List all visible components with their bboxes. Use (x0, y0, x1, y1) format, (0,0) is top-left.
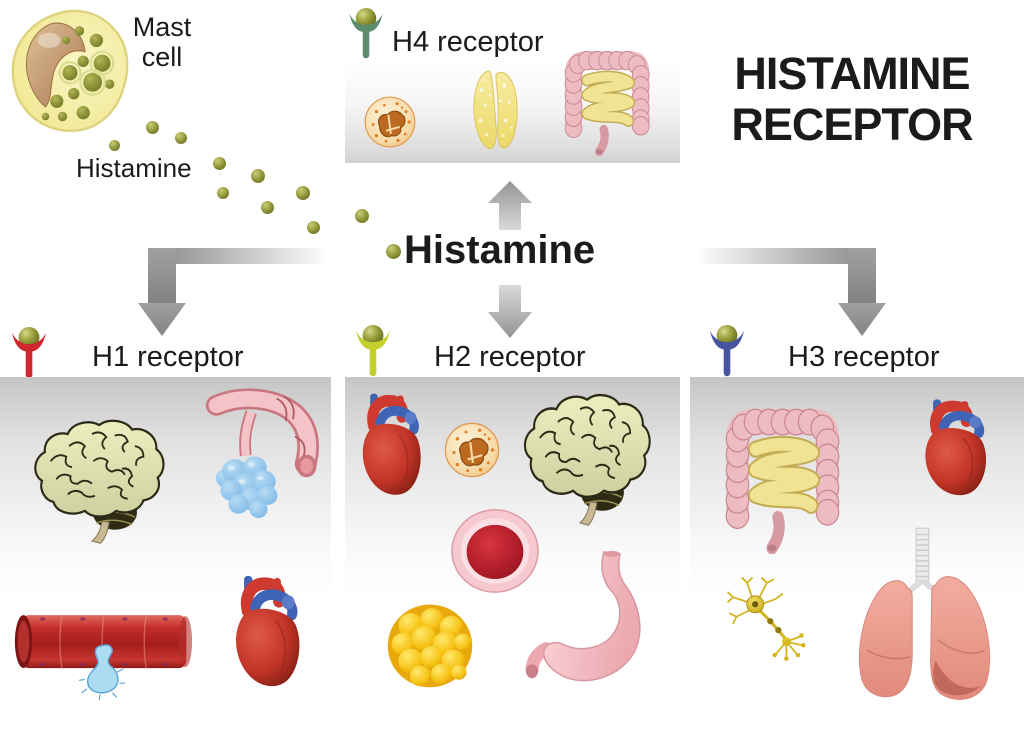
intestine-icon (550, 36, 662, 156)
page-title-line2: RECEPTOR (731, 99, 973, 150)
page-title: HISTAMINE RECEPTOR (690, 48, 1014, 150)
histamine-dot (175, 132, 187, 144)
histamine-dot (261, 201, 274, 214)
page-title-line1: HISTAMINE (734, 48, 970, 99)
histamine-dot (146, 121, 159, 134)
brain-icon (22, 416, 172, 544)
histamine-dot (251, 169, 265, 183)
h4-receptor-label: H4 receptor (392, 26, 544, 58)
white-blood-cell-icon (362, 94, 418, 150)
histamine-dot (296, 186, 310, 200)
bronchiole-alveoli-icon (204, 388, 322, 518)
histamine-dot (217, 187, 229, 199)
brain-icon (512, 390, 658, 526)
histamine-dot (307, 221, 320, 234)
white-blood-cell-icon (442, 420, 502, 480)
mast-cell-label-line2: cell (141, 42, 183, 72)
heart-icon (350, 390, 434, 502)
arrow-left-elbow-icon (138, 248, 325, 336)
stomach-icon (520, 546, 655, 694)
heart-icon (222, 572, 314, 694)
mast-cell-label-line1: Mast (132, 12, 192, 42)
histamine-dot (109, 140, 120, 151)
h2-receptor-icon (352, 325, 394, 380)
lungs-icon (834, 524, 1010, 708)
central-histamine-label: Histamine (404, 228, 596, 272)
blood-vessel-leak-icon (12, 600, 194, 704)
h2-receptor-label: H2 receptor (434, 341, 586, 373)
heart-icon (912, 396, 1000, 502)
h1-receptor-icon (8, 327, 50, 382)
neuron-icon (724, 574, 822, 672)
histamine-dot (386, 244, 401, 259)
thymus-icon (460, 62, 526, 156)
h4-receptor-icon (346, 8, 386, 62)
mast-cell-label: Mast cell (112, 12, 212, 72)
h3-receptor-label: H3 receptor (788, 341, 940, 373)
histamine-dot (355, 209, 369, 223)
arrow-down-icon (488, 285, 532, 338)
h3-receptor-icon (706, 325, 748, 380)
histamine-dot (213, 157, 226, 170)
adipose-tissue-icon (382, 597, 478, 691)
arrow-right-elbow-icon (699, 248, 886, 336)
h1-receptor-label: H1 receptor (92, 341, 244, 373)
histamine-release-label: Histamine (76, 153, 192, 183)
arrow-up-icon (488, 181, 532, 230)
